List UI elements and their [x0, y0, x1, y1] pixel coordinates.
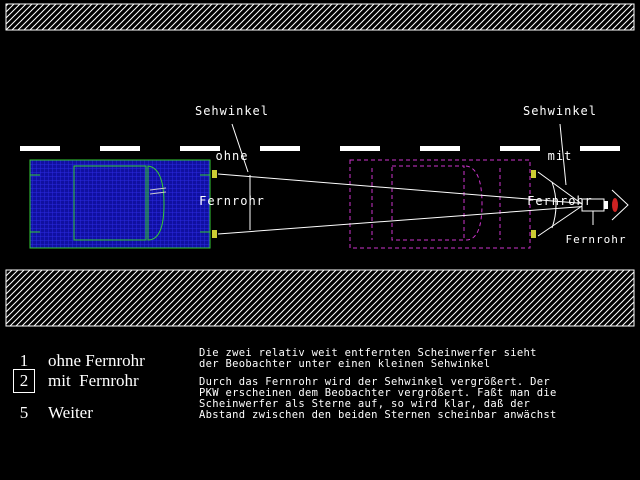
leader-right: [559, 123, 567, 186]
top-verge: [5, 3, 635, 31]
bottom-verge: [5, 269, 635, 327]
car-magnified: [349, 159, 531, 249]
menu-label: Weiter: [48, 403, 93, 422]
label-fernrohr: Fernrohr: [565, 233, 627, 246]
eye-icon: [611, 189, 629, 221]
headlights-magnified: [531, 170, 536, 238]
sightlines-without: [217, 173, 591, 235]
menu-item-ohne-fernrohr[interactable]: 1 ohne Fernrohr: [14, 350, 145, 372]
headlights-near: [212, 170, 217, 238]
lane-dashes: [20, 146, 620, 151]
menu-key: 1: [19, 351, 29, 370]
label-sehwinkel-ohne: Sehwinkel ohne Fernrohr: [194, 104, 270, 208]
menu-key: 2: [13, 369, 35, 393]
menu-item-mit-fernrohr[interactable]: 2 mit Fernrohr: [13, 369, 139, 393]
telescope-icon: [581, 198, 608, 225]
angle-arc-with: [551, 181, 557, 229]
label-sehwinkel-mit: Sehwinkel mit Fernrohr: [522, 104, 598, 208]
description-paragraph-2: Durch das Fernrohr wird der Sehwinkel ve…: [199, 376, 557, 421]
menu-label: ohne Fernrohr: [48, 351, 145, 370]
menu-key: 5: [19, 403, 29, 422]
sightlines-with: [537, 171, 583, 237]
menu-item-weiter[interactable]: 5 Weiter: [14, 402, 93, 424]
road-scene: [5, 3, 635, 327]
menu-label: mit Fernrohr: [48, 371, 139, 390]
car-near: [29, 159, 211, 249]
leader-left: [231, 123, 249, 173]
description-paragraph-1: Die zwei relativ weit entfernten Scheinw…: [199, 347, 537, 370]
